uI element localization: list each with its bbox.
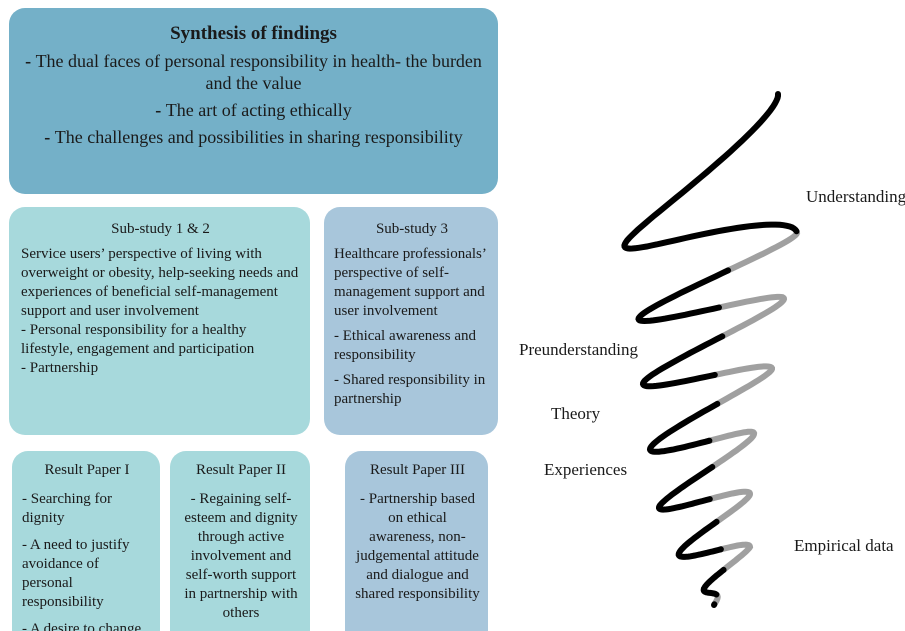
result-paper-1-title: Result Paper I — [44, 462, 130, 478]
synthesis-box: Synthesis of findings - The dual faces o… — [9, 8, 498, 194]
spiral-front-segment — [706, 428, 758, 470]
spiral-front-segment — [621, 91, 800, 252]
sub-study-1-2-box: Sub-study 1 & 2 Service users’ perspecti… — [9, 207, 310, 435]
synthesis-finding-1: - The dual faces of personal responsibil… — [25, 51, 482, 93]
label-experiences: Experiences — [544, 460, 628, 479]
result-paper-1-point: - A need to justify avoidance of persona… — [22, 537, 130, 610]
spiral-front-segment — [635, 267, 732, 325]
result-paper-1-point: - A desire to change — [22, 621, 142, 631]
sub-study-1-2-point: - Personal responsibility for a healthy … — [21, 322, 255, 357]
sub-study-1-2-title: Sub-study 1 & 2 — [111, 221, 210, 237]
sub-study-3-point: - Ethical awareness and responsibility — [334, 328, 477, 363]
result-paper-2-box: Result Paper II - Regaining self-esteem … — [170, 451, 310, 631]
sub-study-1-2-point: - Partnership — [21, 360, 99, 376]
synthesis-title: Synthesis of findings — [170, 23, 337, 44]
label-empirical-data: Empirical data — [794, 536, 894, 555]
spiral-front-segment — [717, 541, 754, 573]
result-paper-1-box: Result Paper I - Searching for dignity -… — [12, 451, 160, 631]
spiral-front-segment — [725, 228, 801, 274]
result-paper-2-title: Result Paper II — [196, 462, 286, 478]
result-paper-3-text: - Partnership based on ethical awareness… — [355, 491, 480, 602]
spiral-front-segment — [706, 488, 754, 525]
synthesis-finding-3: - The challenges and possibilities in sh… — [44, 127, 463, 147]
spiral-front-segment — [675, 518, 724, 560]
sub-study-3-description: Healthcare professionals’ perspective of… — [334, 246, 486, 319]
result-paper-3-box: Result Paper III - Partnership based on … — [345, 451, 488, 631]
result-paper-3-title: Result Paper III — [370, 462, 465, 478]
spiral-front-segment — [700, 566, 727, 598]
label-preunderstanding: Preunderstanding — [519, 340, 638, 359]
result-paper-2-text: - Regaining self-esteem and dignity thro… — [184, 491, 298, 621]
synthesis-finding-2: - The art of acting ethically — [155, 100, 352, 120]
label-theory: Theory — [551, 404, 601, 423]
spiral-front-segment — [656, 464, 716, 513]
spiral-front-segment — [711, 363, 775, 407]
sub-study-3-box: Sub-study 3 Healthcare professionals’ pe… — [324, 207, 498, 435]
sub-study-1-2-description: Service users’ perspective of living wit… — [21, 246, 299, 319]
spiral-front-segment — [639, 333, 726, 390]
spiral-front-segment — [646, 400, 721, 455]
spiral-front-segment — [716, 293, 788, 340]
label-understanding: Understanding — [806, 187, 905, 206]
sub-study-3-point: - Shared responsibility in partnership — [334, 372, 486, 407]
result-paper-1-point: - Searching for dignity — [22, 491, 112, 526]
hermeneutic-spiral — [621, 91, 801, 608]
sub-study-3-title: Sub-study 3 — [375, 221, 449, 237]
